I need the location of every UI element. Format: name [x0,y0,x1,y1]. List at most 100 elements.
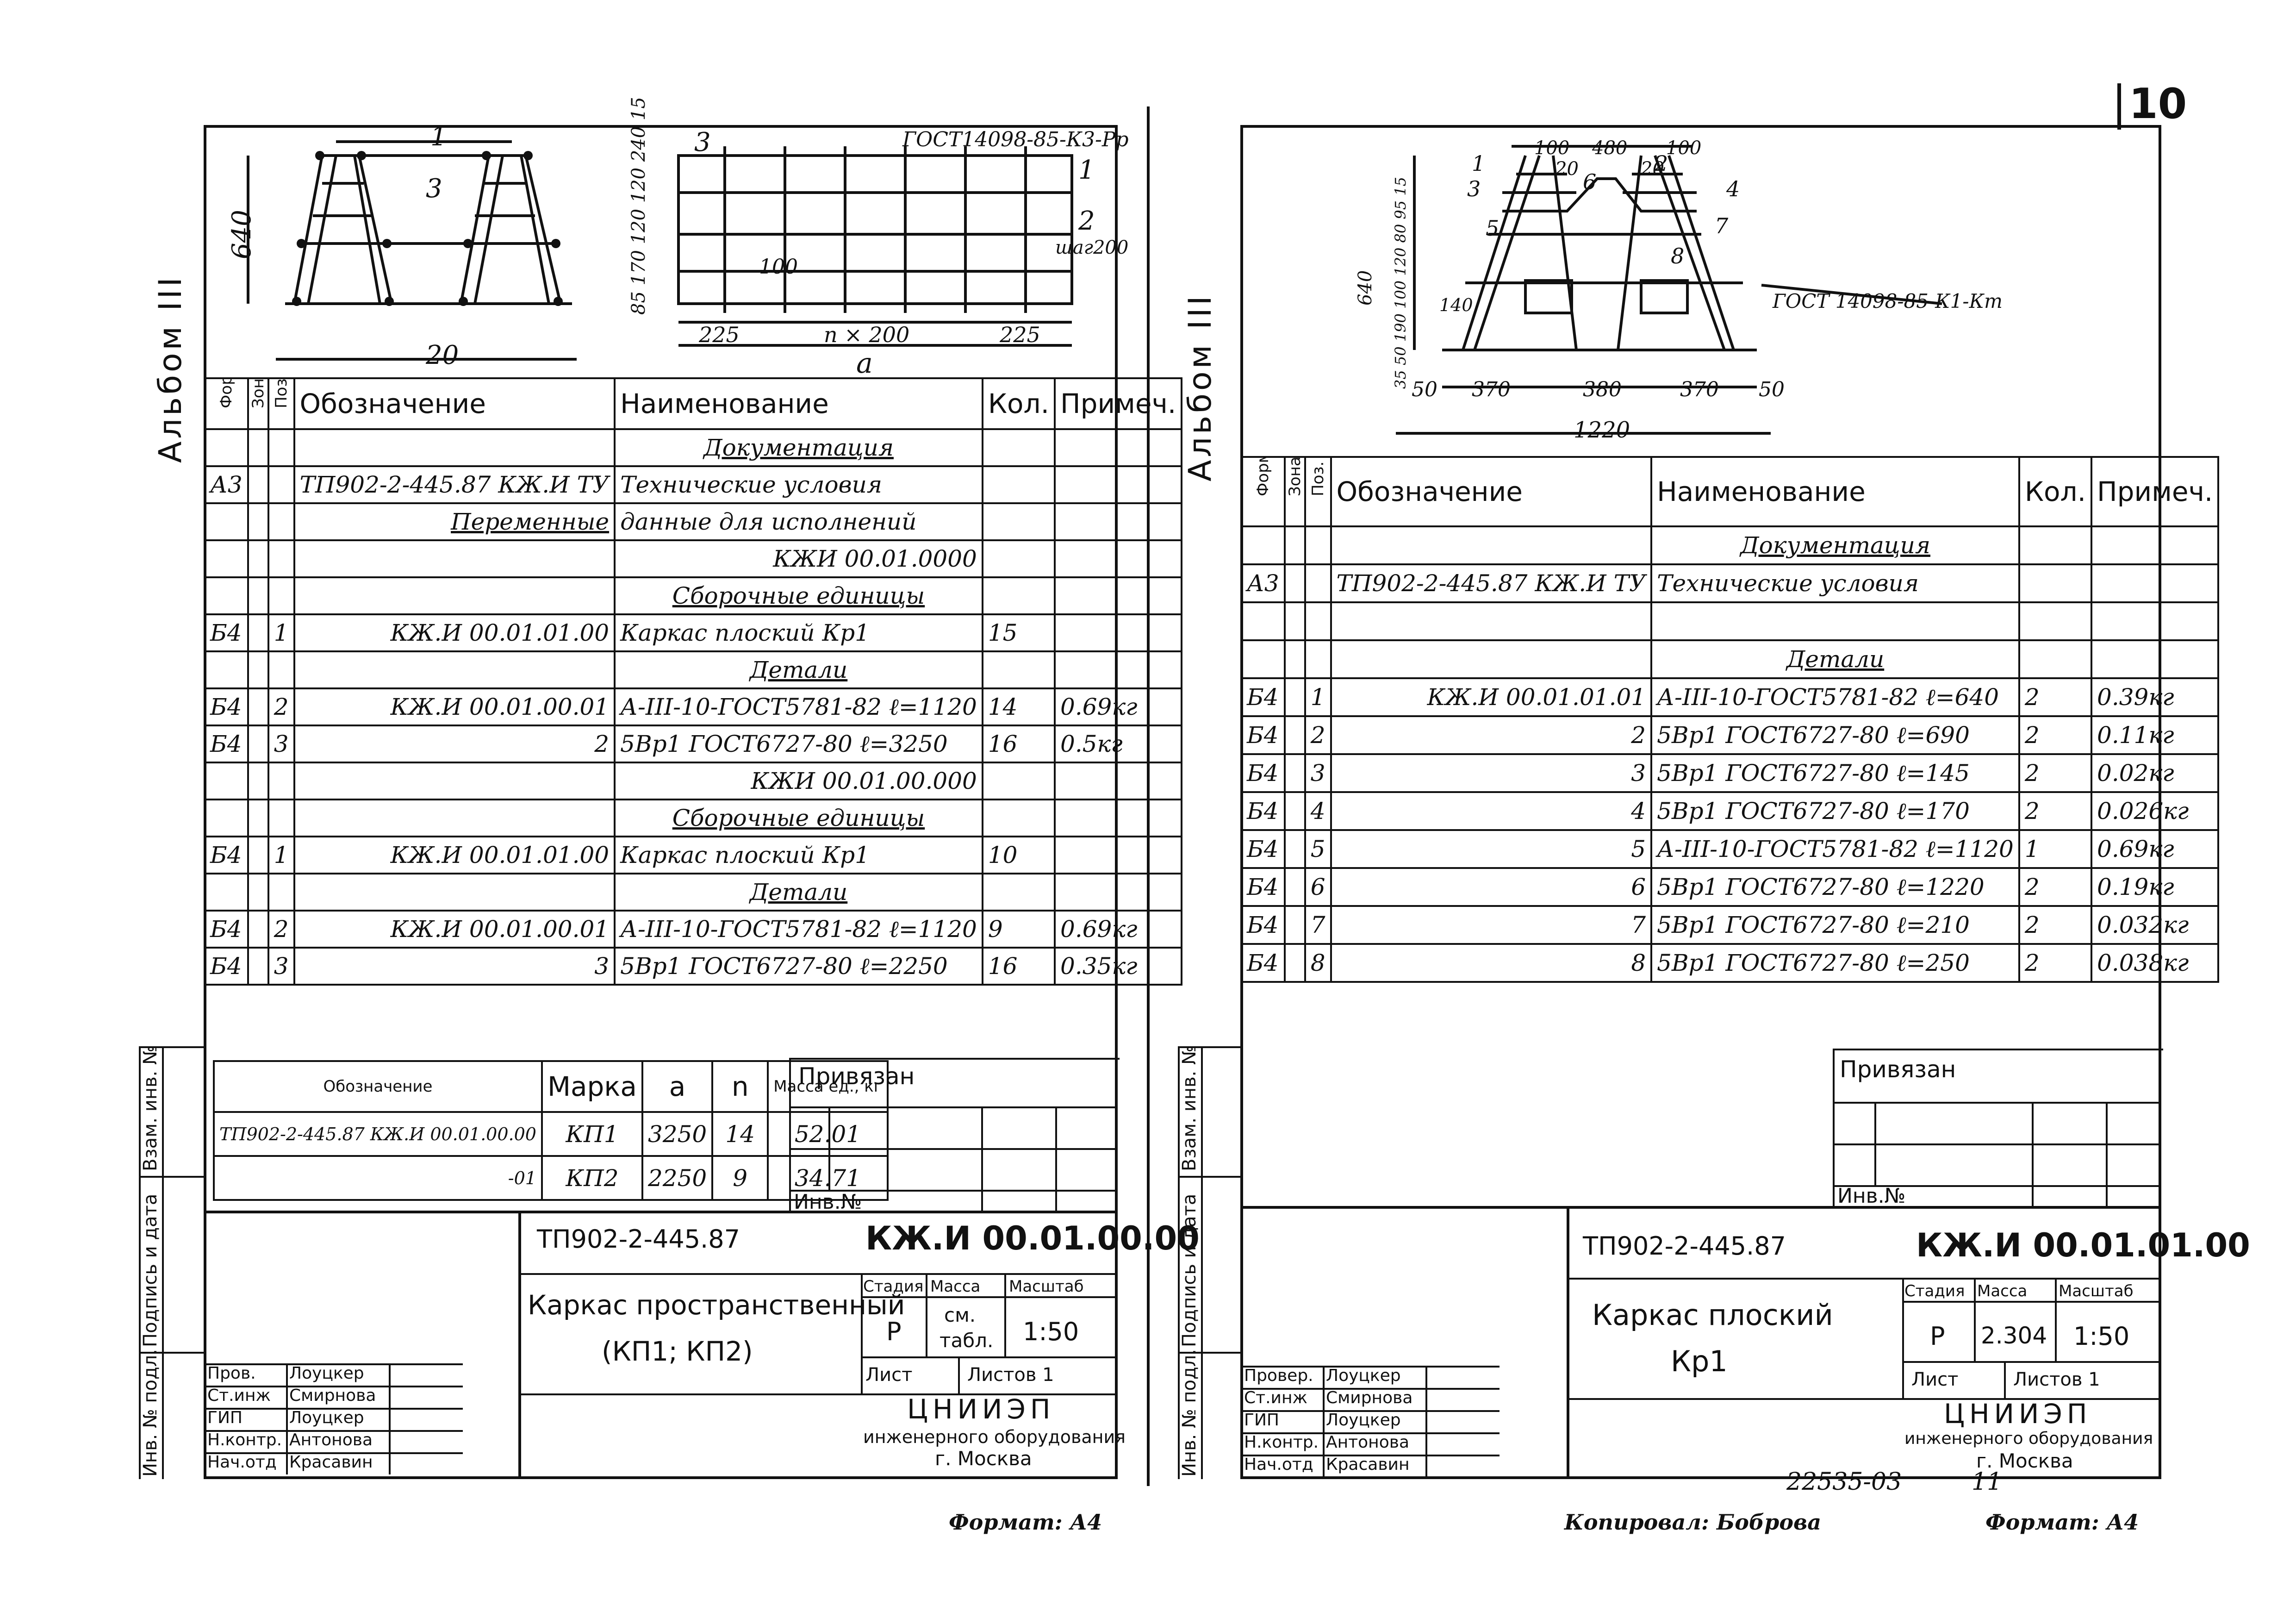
right-spec-row: Детали [1240,639,2220,679]
right-people-rule [1240,1432,1500,1434]
variants-cell: 52.01 [767,1111,889,1157]
right-spec-cell: 5 [1330,829,1653,869]
left-spec-cell [247,725,269,763]
left-spec-cell [247,613,269,652]
variants-cell: 14 [711,1111,769,1157]
right-album-label: Альбом III [1182,293,1219,481]
right-spec-cell [1240,601,1286,641]
right-spec-cell: 0.39кг [2091,677,2220,717]
right-spec-cell: 1 [1304,677,1332,717]
left-spec-cell [267,650,295,689]
left-spec-header-cell: Поз. [267,377,295,430]
left-spec-cell [267,762,295,800]
left-spec-cell [267,502,295,541]
right-spec-cell: 3 [1330,753,1653,793]
right-spec-cell: А-III-10-ГОСТ5781-82 ℓ=640 [1650,677,2020,717]
left-spec-cell: Детали [614,873,983,912]
left-stamp-inv: Инв. № подл. [140,1349,161,1477]
right-spec-cell [1650,601,2020,641]
left-spec-cell [267,873,295,912]
right-tb-project: ТП902-2-445.87 [1583,1231,1786,1261]
left-spec-cell [1054,539,1183,578]
variants-header-cell: Марка [541,1060,643,1113]
right-spec-cell [1240,525,1286,565]
grid-225-right: 225 [1000,322,1040,347]
left-dim-top: 1 [430,122,447,152]
left-label-pos3: 3 [426,174,442,204]
right-pos-label: 7 [1715,213,1729,238]
right-people-name: Антонова [1326,1433,1409,1452]
right-spec-cell: 2 [2018,715,2093,755]
left-spec-cell: 2 [267,910,295,949]
left-format-note: Формат: А4 [949,1510,1102,1535]
grid-label-1: 1 [1078,155,1095,185]
grid-n200: n × 200 [824,322,910,347]
left-spec-cell: Б4 [204,910,249,949]
right-dim-370a: 370 [1472,378,1511,401]
right-dim-100a: 100 [1534,137,1570,159]
right-spec-cell [1283,905,1306,945]
left-spec-row: Детали [204,873,1183,912]
left-spec-header-cell: Примеч. [1054,377,1183,430]
right-tb-stage-label: Стадия [1904,1282,1965,1300]
left-spec-cell [267,799,295,837]
right-spec-cell: Б4 [1240,867,1286,907]
left-tb-stage-label: Стадия [863,1277,924,1296]
left-spec-cell: КЖ.И 00.01.00.01 [293,910,616,949]
right-spec-cell: 4 [1330,791,1653,831]
right-pos-label: 3 [1467,176,1481,201]
left-tb-org2: инженерного оборудования [863,1427,1126,1447]
left-spec-cell: 15 [981,613,1056,652]
left-spec-cell [204,873,249,912]
grid-step: шаг200 [1055,237,1129,258]
right-pos-label: 8 [1671,244,1685,269]
left-people-role: Н.контр. [207,1430,282,1449]
right-spec-header-cell: Примеч. [2091,456,2220,527]
left-spec-cell [247,762,269,800]
right-spec-cell: Б4 [1240,715,1286,755]
left-spec-row: Сборочные единицы [204,576,1183,615]
left-tb-mass1: см. [944,1304,976,1326]
left-spec-cell: 2 [293,725,616,763]
left-spec-cell: Переменные [293,502,616,541]
left-people-role: ГИП [207,1408,243,1427]
left-spec-cell: Документация [614,428,983,467]
variants-cell: КП2 [541,1155,643,1201]
right-pos-label: 6 [1583,169,1597,194]
right-people-role: Ст.инж [1244,1388,1307,1407]
right-spec-cell [2091,639,2220,679]
left-spec-cell [204,650,249,689]
right-spec-cell: Технические условия [1650,563,2020,603]
right-spec-cell [2018,563,2093,603]
left-people-rule [204,1386,463,1387]
right-spec-cell: 6 [1304,867,1332,907]
left-people-rule [204,1408,463,1410]
right-people-rule [1240,1455,1500,1456]
left-spec-cell: А-III-10-ГОСТ5781-82 ℓ=1120 [614,687,983,726]
right-spec-cell [2091,525,2220,565]
right-spec-cell: 2 [2018,867,2093,907]
right-dim-480: 480 [1592,137,1628,159]
right-dim-20b: 20 [1641,158,1664,180]
right-spec-cell [1283,791,1306,831]
left-spec-cell [204,576,249,615]
right-spec-cell: 5Вр1 ГОСТ6727-80 ℓ=690 [1650,715,2020,755]
right-spec-cell: 0.02кг [2091,753,2220,793]
variants-cell: -01 [213,1155,543,1201]
left-spec-cell [1054,465,1183,504]
right-spec-cell: 0.69кг [2091,829,2220,869]
left-spec-cell [247,539,269,578]
right-dim-50b: 50 [1759,378,1785,401]
left-spec-cell: 16 [981,725,1056,763]
left-tb-scale-label: Масштаб [1009,1277,1084,1296]
left-spec-cell: данные для исполнений [614,502,983,541]
left-spec-cell [981,539,1056,578]
left-tb-mass2: табл. [940,1329,994,1352]
left-stamp-sign: Подпись и дата [140,1193,161,1347]
left-tb-mass-label: Масса [930,1277,981,1296]
right-spec-cell: 7 [1304,905,1332,945]
